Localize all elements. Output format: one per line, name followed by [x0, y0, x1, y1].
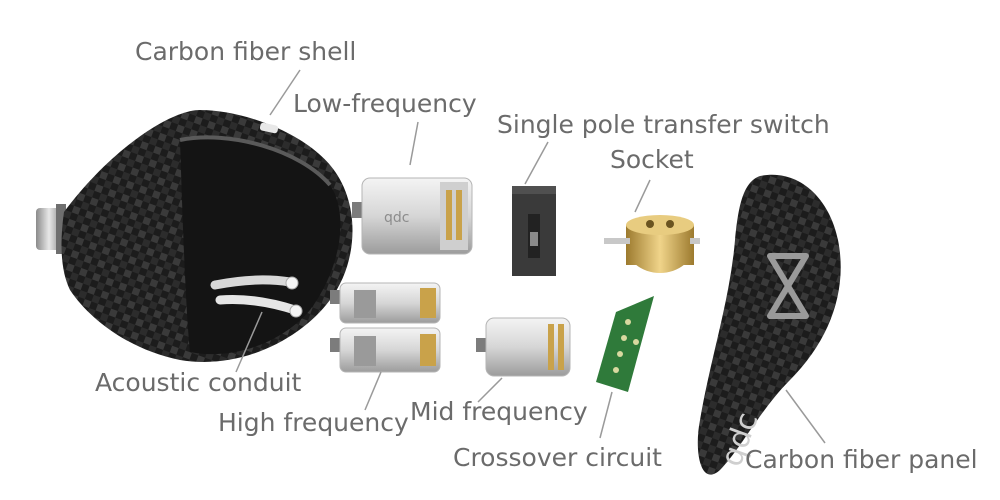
crossover-circuit-board [596, 296, 654, 392]
high-frequency-driver-bottom [330, 327, 441, 373]
label-carbon-fiber-panel: Carbon fiber panel [745, 445, 978, 474]
leader-high-frequency [364, 371, 382, 411]
leader-mid-frequency [477, 377, 503, 403]
leader-lines [235, 69, 826, 444]
carbon-fiber-shell [36, 110, 353, 362]
brand-hourglass-icon [767, 253, 809, 319]
leader-carbon-fiber-panel [785, 389, 826, 444]
leader-crossover-circuit [599, 391, 613, 439]
label-acoustic-conduit: Acoustic conduit [95, 368, 302, 397]
high-frequency-driver-top [330, 282, 441, 324]
label-single-pole-transfer-switch: Single pole transfer switch [497, 110, 830, 139]
leader-transfer-switch [524, 141, 549, 185]
label-high-frequency: High frequency [218, 408, 409, 437]
leader-acoustic-conduit [235, 311, 263, 373]
leader-low-frequency [409, 121, 419, 166]
leader-socket [634, 179, 651, 213]
label-carbon-fiber-shell: Carbon fiber shell [135, 37, 357, 66]
label-crossover-circuit: Crossover circuit [453, 443, 662, 472]
leader-carbon-fiber-shell [269, 69, 301, 116]
driver-logo: qdc [384, 210, 409, 226]
carbon-fiber-panel: qdc [697, 174, 841, 475]
mid-frequency-driver [476, 317, 571, 377]
label-mid-frequency: Mid frequency [410, 397, 588, 426]
label-socket: Socket [610, 145, 694, 174]
transfer-switch [512, 186, 556, 276]
label-low-frequency: Low-frequency [293, 89, 477, 118]
socket-connector [604, 215, 700, 273]
low-frequency-driver: qdc [352, 177, 473, 255]
